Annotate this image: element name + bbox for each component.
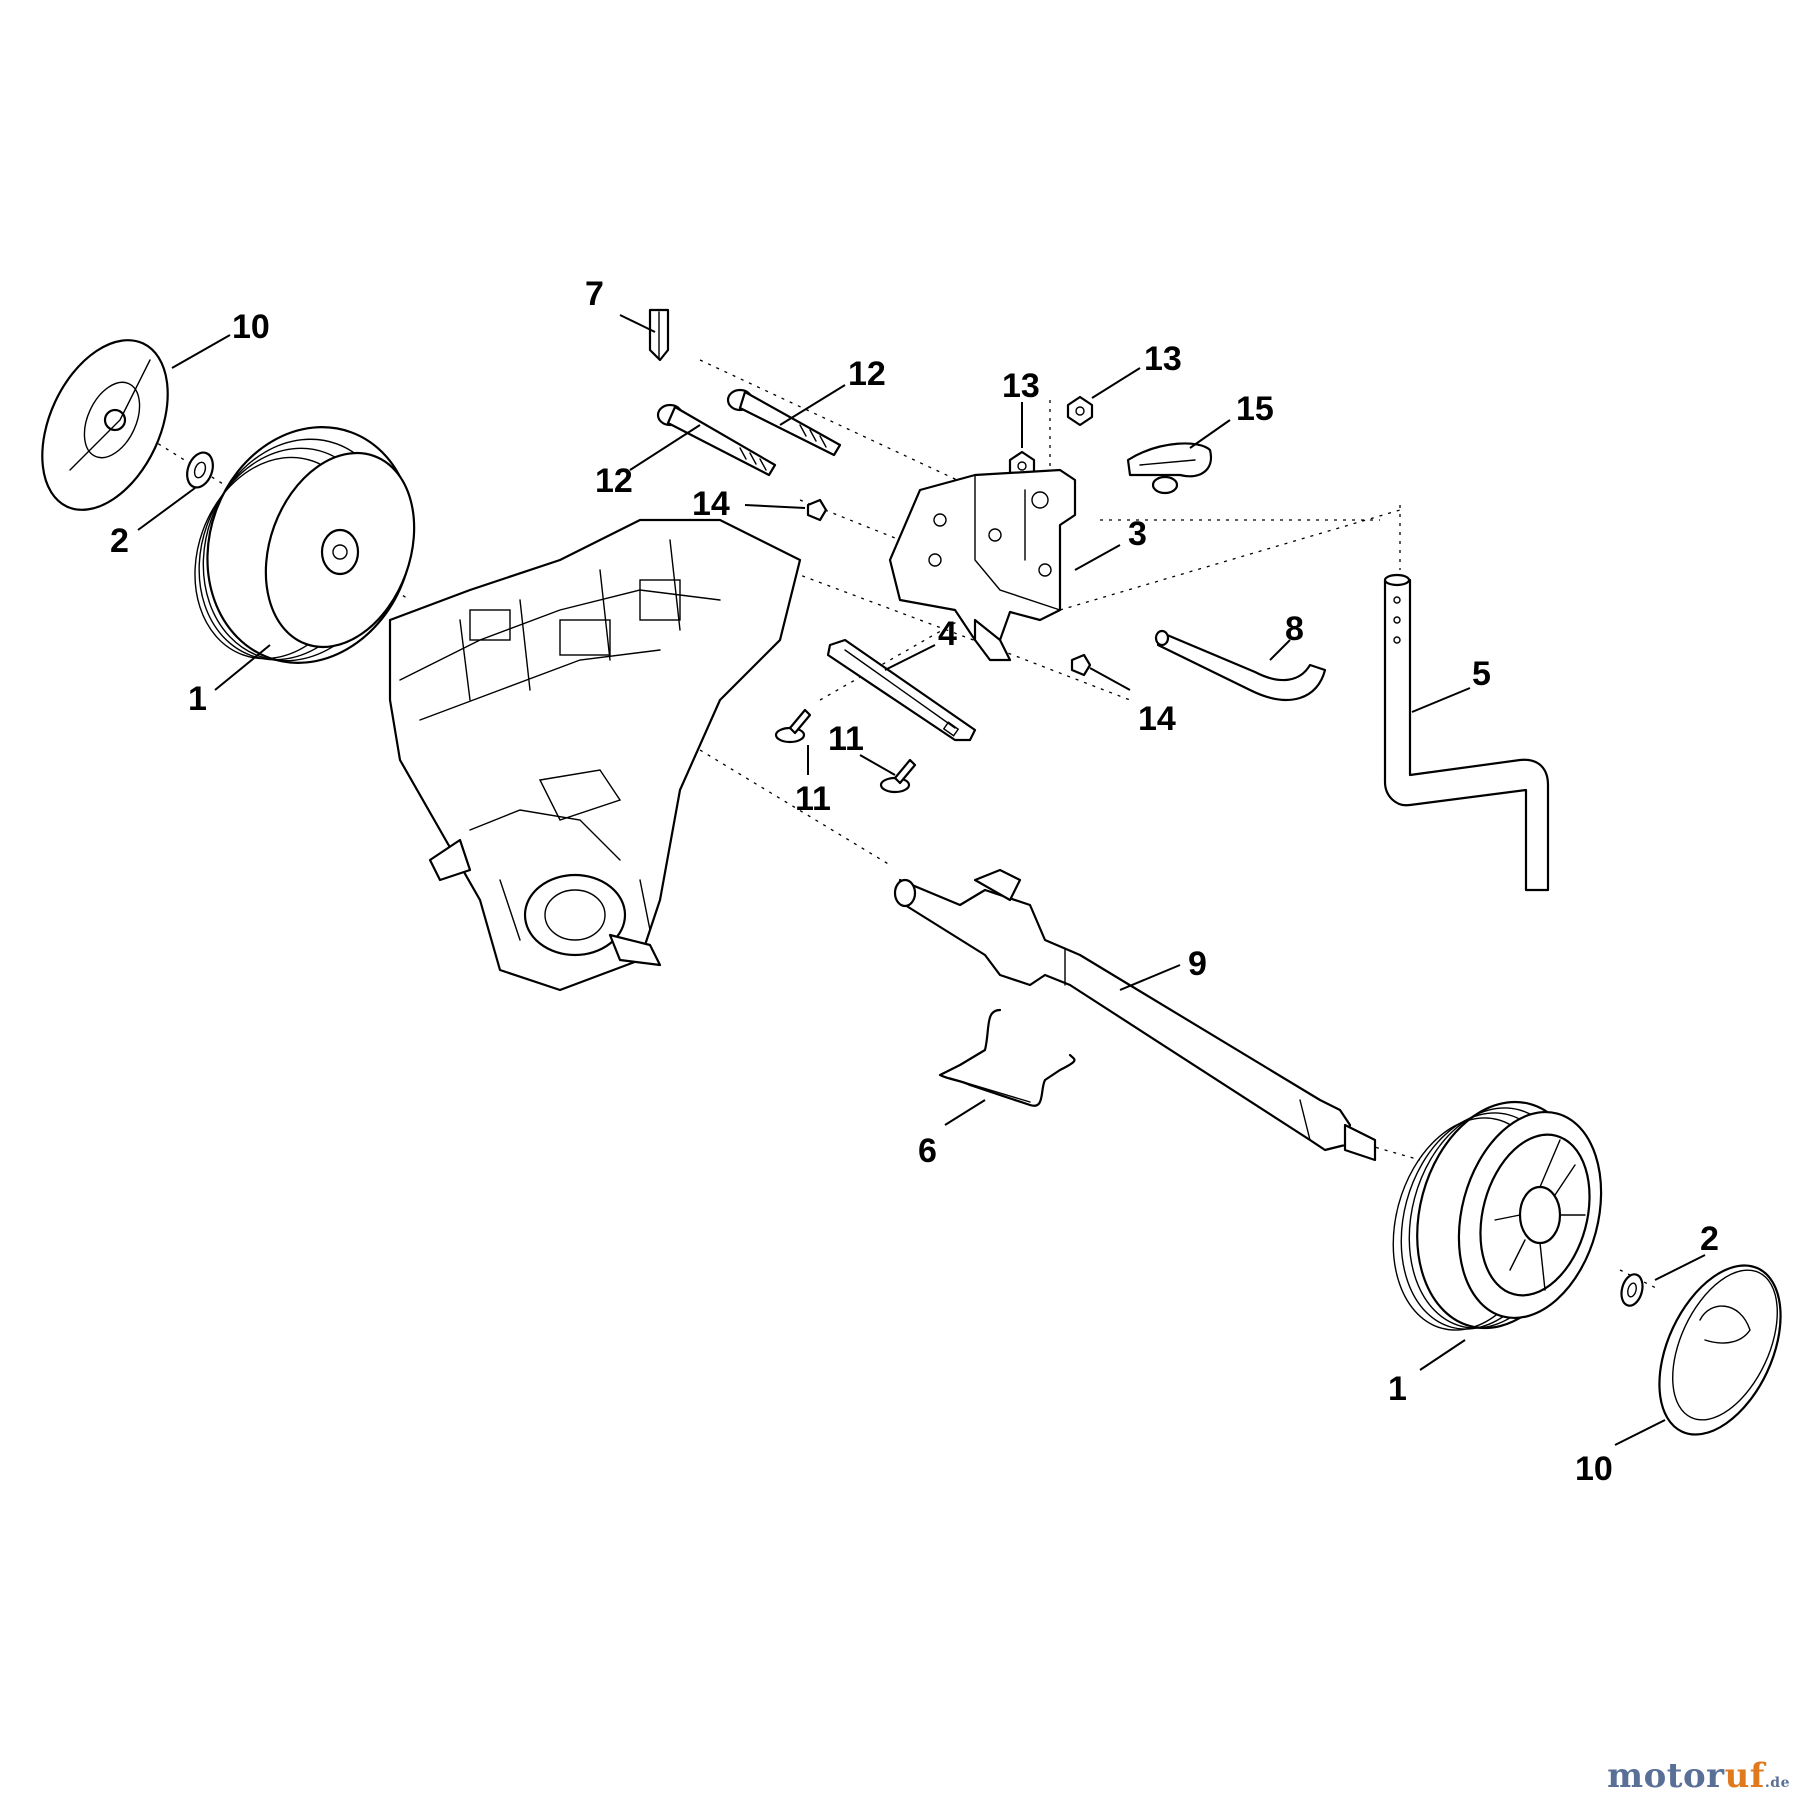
- callout-1-right: 1: [1388, 1370, 1407, 1408]
- callout-2-left: 2: [110, 522, 129, 560]
- callout-13-left: 13: [1002, 367, 1040, 405]
- callout-13-right: 13: [1144, 340, 1182, 378]
- callout-10-left: 10: [232, 308, 270, 346]
- watermark-accent: uf: [1724, 1756, 1765, 1796]
- handle-rod: [1383, 573, 1550, 892]
- left-wheel: [194, 426, 416, 664]
- callout-2-right: 2: [1700, 1220, 1719, 1258]
- nut-13-right: [1066, 395, 1094, 427]
- retaining-clip: [1126, 442, 1213, 495]
- callout-14-upper: 14: [692, 485, 730, 523]
- spring-plate: [826, 638, 977, 742]
- nut-14-lower: [1070, 653, 1092, 677]
- watermark-suffix: .de: [1764, 1775, 1790, 1791]
- callout-11-left: 11: [795, 780, 831, 818]
- nut-14-upper: [806, 498, 828, 522]
- leader-lines: [137, 314, 1706, 1446]
- left-hub-cap: [41, 339, 169, 511]
- height-lever: [1154, 629, 1327, 701]
- right-washer: [1620, 1273, 1644, 1307]
- callouts: 10 2 1 7 12 12 14 13 13 15 3 4 8 14 5 11…: [110, 275, 1719, 1488]
- right-hub-cap: [1658, 1264, 1782, 1436]
- callout-1-left: 1: [188, 680, 207, 718]
- callout-12-upper: 12: [848, 355, 886, 393]
- callout-14-lower: 14: [1138, 700, 1176, 738]
- screw-right: [879, 758, 917, 794]
- callout-8: 8: [1285, 610, 1304, 648]
- callout-4: 4: [938, 615, 957, 653]
- left-washer: [186, 451, 214, 489]
- screw-left: [774, 708, 812, 744]
- callout-11-right: 11: [828, 720, 864, 758]
- callout-7: 7: [585, 275, 604, 313]
- split-pin: [648, 308, 670, 362]
- watermark-logo: motoruf.de: [1607, 1756, 1790, 1796]
- callout-6: 6: [918, 1132, 937, 1170]
- spring-clip: [938, 1008, 1076, 1107]
- right-wheel: [1392, 1100, 1603, 1331]
- bolt-upper: [726, 388, 842, 457]
- height-bracket: [888, 468, 1077, 662]
- callout-9: 9: [1188, 945, 1207, 983]
- callout-15: 15: [1236, 390, 1274, 428]
- mower-housing: [388, 518, 802, 992]
- callout-12-lower: 12: [595, 462, 633, 500]
- callout-5: 5: [1472, 655, 1491, 693]
- bolt-lower: [656, 403, 777, 477]
- axle: [893, 868, 1377, 1162]
- watermark-main: motor: [1607, 1756, 1725, 1796]
- callout-3: 3: [1128, 515, 1147, 553]
- callout-10-right: 10: [1575, 1450, 1613, 1488]
